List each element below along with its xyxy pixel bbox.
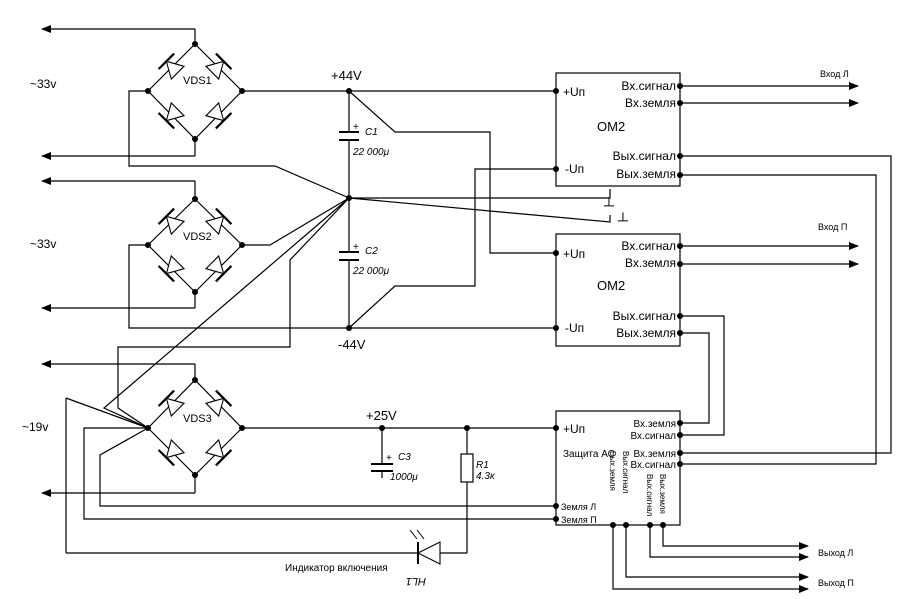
svg-text:+Uп: +Uп <box>563 247 585 261</box>
om2-to-protection-wires <box>680 155 892 465</box>
svg-text:Вх.земля: Вх.земля <box>625 256 676 270</box>
svg-text:Вых.земля: Вых.земля <box>608 451 617 491</box>
svg-text:Вых.сигнал: Вых.сигнал <box>613 309 676 323</box>
svg-text:+: + <box>353 242 359 253</box>
svg-text:+: + <box>353 122 359 133</box>
svg-text:-Uп: -Uп <box>565 321 584 335</box>
svg-text:Вых.сигнал: Вых.сигнал <box>621 451 630 494</box>
ac3-label: ~19v <box>22 420 48 434</box>
c2-name: C2 <box>365 246 378 257</box>
svg-text:Вых.сигнал: Вых.сигнал <box>645 474 654 517</box>
bridge-return-wires <box>102 90 350 429</box>
svg-text:Вх.сигнал: Вх.сигнал <box>621 239 676 253</box>
svg-text:Земля П: Земля П <box>561 515 597 525</box>
ac2-label: ~33v <box>30 237 56 251</box>
protection-title: Защита АС <box>563 449 615 460</box>
svg-text:-Uп: -Uп <box>565 162 584 176</box>
ac-inputs <box>41 25 196 497</box>
om2-top-title: ОМ2 <box>597 119 625 134</box>
bridge-vds2: VDS2 <box>145 196 245 295</box>
plus44-label: +44V <box>331 68 362 83</box>
hl1-label: HL1 <box>406 575 426 587</box>
minus44-label: -44V <box>338 337 366 352</box>
svg-text:Вых.земля: Вых.земля <box>658 474 667 514</box>
output-l-label: Выход Л <box>818 548 853 558</box>
r1-name: R1 <box>476 460 489 471</box>
svg-text:Вх.сигнал: Вх.сигнал <box>631 460 677 471</box>
rail-25 <box>65 397 556 565</box>
led-caption: Индикатор включения <box>285 563 388 574</box>
output-arrows <box>612 525 809 593</box>
c1-name: C1 <box>365 127 378 138</box>
svg-text:Вх.земля: Вх.земля <box>634 449 677 460</box>
c3-value: 1000μ <box>390 472 418 483</box>
svg-text:+: + <box>386 453 392 464</box>
svg-text:Вх.сигнал: Вх.сигнал <box>621 79 676 93</box>
om2-top-block: +Uп -Uп ОМ2 Вх.сигнал Вх.земля Вых.сигна… <box>553 72 683 187</box>
svg-text:+Uп: +Uп <box>563 85 585 99</box>
plus25-label: +25V <box>366 408 397 423</box>
bridge-vds3: VDS3 <box>145 377 245 478</box>
c2-value: 22 000μ <box>352 266 390 277</box>
svg-text:Вх.сигнал: Вх.сигнал <box>631 431 677 442</box>
r1-value: 4.3к <box>476 471 496 482</box>
output-r-label: Выход П <box>818 578 854 588</box>
ground-symbol-2: ┴ <box>617 212 628 228</box>
om2-bottom-title: ОМ2 <box>597 278 625 293</box>
ac1-label: ~33v <box>30 77 56 91</box>
input-top-label: Вход Л <box>820 69 849 79</box>
svg-text:Вх.земля: Вх.земля <box>625 96 676 110</box>
vds2-label: VDS2 <box>183 231 212 243</box>
svg-text:Вых.сигнал: Вых.сигнал <box>613 149 676 163</box>
protection-block: +Uп Защита АС Вх.земля Вх.сигнал Вх.земл… <box>553 410 683 528</box>
svg-text:Земля Л: Земля Л <box>561 502 596 512</box>
svg-text:Вых.земля: Вых.земля <box>616 167 676 181</box>
om2-bottom-block: +Uп -Uп ОМ2 Вх.сигнал Вх.земля Вых.сигна… <box>553 233 683 347</box>
c1-value: 22 000μ <box>352 147 390 158</box>
svg-text:+Uп: +Uп <box>563 422 585 436</box>
ground-symbol-1: ┴ <box>603 197 614 213</box>
rail-44 <box>242 88 611 331</box>
svg-text:Вх.земля: Вх.земля <box>634 419 677 430</box>
c3-name: C3 <box>398 452 411 463</box>
vds1-label: VDS1 <box>183 75 212 87</box>
svg-text:Вых.земля: Вых.земля <box>616 326 676 340</box>
input-arrows <box>680 82 859 268</box>
input-mid-label: Вход П <box>818 222 847 232</box>
vds3-label: VDS3 <box>183 413 212 425</box>
bridge-vds1: VDS1 <box>145 41 245 142</box>
